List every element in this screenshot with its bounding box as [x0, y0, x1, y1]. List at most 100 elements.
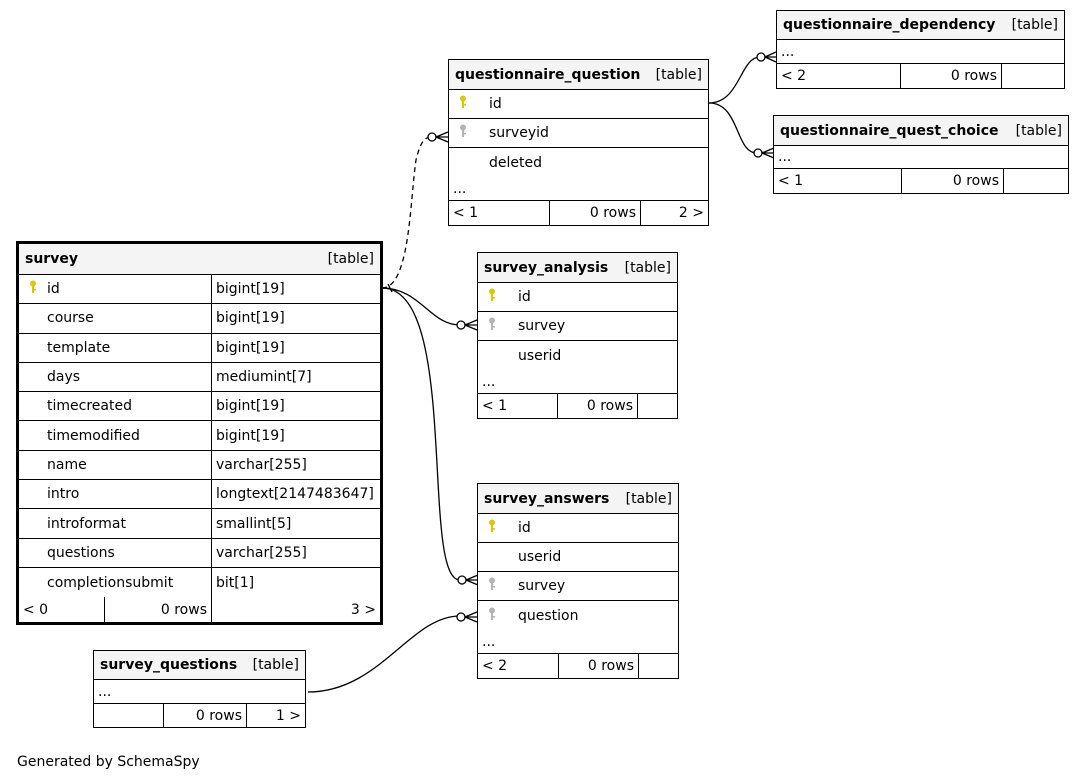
footer-rows: 0 rows — [104, 597, 211, 623]
rel-end-circle — [456, 612, 466, 622]
column-name-cell: template — [19, 334, 211, 362]
table-name: survey_analysis — [484, 259, 609, 276]
table-row[interactable]: surveyid — [449, 119, 708, 148]
table-type: [table] — [252, 657, 299, 673]
footer-rows: 0 rows — [549, 201, 640, 225]
table-questionnaire-quest-choice[interactable]: questionnaire_quest_choice [table] ... <… — [773, 115, 1069, 194]
table-questionnaire-dependency[interactable]: questionnaire_dependency [table] ... < 2… — [776, 10, 1065, 89]
footer-rows: 0 rows — [900, 64, 1001, 88]
column-name: userid — [518, 549, 562, 565]
footer-children — [638, 654, 678, 678]
rel-qqc-qq — [708, 102, 758, 154]
table-header: questionnaire_dependency [table] — [777, 11, 1064, 40]
rel-end-circle — [756, 52, 766, 62]
column-type: bigint[19] — [211, 421, 380, 450]
column-type: bigint[19] — [211, 392, 380, 421]
footer-parents: < 2 — [482, 658, 508, 674]
column-name: days — [47, 369, 81, 386]
foreign-key-icon — [478, 607, 506, 625]
footer-parents: < 0 — [23, 601, 49, 618]
table-header: survey_questions [table] — [94, 651, 305, 680]
column-name: question — [518, 607, 579, 624]
footer-parents: < 1 — [778, 173, 804, 189]
table-name: survey_questions — [100, 657, 238, 673]
table-name: questionnaire_quest_choice — [780, 122, 999, 139]
column-name-cell: intro — [19, 480, 211, 508]
more-columns: ... — [94, 680, 305, 704]
generated-by-note: Generated by SchemaSpy — [17, 754, 200, 770]
table-type: [table] — [1015, 122, 1062, 139]
column-name: id — [47, 281, 60, 298]
table-footer: < 1 0 rows — [478, 394, 677, 418]
table-row[interactable]: userid — [478, 543, 678, 572]
column-name: deleted — [489, 154, 542, 171]
rel-sans-question — [307, 615, 461, 693]
table-row[interactable]: deleted — [449, 148, 708, 177]
table-row[interactable]: introformat smallint[5] — [19, 509, 380, 539]
primary-key-icon — [19, 280, 47, 298]
table-footer: < 2 0 rows — [777, 64, 1064, 88]
column-type: longtext[2147483647] — [211, 480, 380, 509]
table-row[interactable]: survey — [478, 572, 678, 601]
column-name-cell: completionsubmit — [19, 568, 211, 597]
footer-rows: 0 rows — [163, 704, 246, 727]
table-row[interactable]: id — [449, 90, 708, 119]
footer-parents: < 2 — [781, 68, 807, 84]
table-name: survey — [25, 251, 78, 267]
rel-qq-survey — [381, 136, 433, 289]
table-type: [table] — [624, 259, 671, 276]
table-name: questionnaire_dependency — [783, 17, 996, 33]
crow-foot-mark — [464, 611, 478, 623]
rel-end-circle — [457, 575, 467, 585]
table-footer: 0 rows 1 > — [94, 704, 305, 727]
table-name: survey_answers — [484, 490, 610, 507]
column-type: bigint[19] — [211, 333, 380, 362]
table-row[interactable]: id — [478, 283, 677, 312]
table-footer: < 2 0 rows — [478, 654, 678, 678]
table-row[interactable]: question — [478, 601, 678, 630]
table-row[interactable]: userid — [478, 341, 677, 370]
column-name: id — [518, 289, 531, 305]
table-header: questionnaire_question [table] — [449, 60, 708, 90]
footer-children: 3 > — [211, 597, 380, 623]
column-name: template — [47, 339, 111, 356]
primary-key-icon — [478, 288, 506, 306]
foreign-key-icon — [478, 577, 506, 595]
table-type: [table] — [1011, 17, 1058, 33]
column-name: id — [518, 520, 531, 536]
column-name: course — [47, 310, 94, 327]
column-name: completionsubmit — [47, 574, 174, 591]
column-name: introformat — [47, 515, 126, 532]
footer-children: 2 > — [640, 201, 708, 225]
rel-end-circle — [753, 148, 763, 158]
footer-rows: 0 rows — [901, 169, 1003, 193]
table-row[interactable]: id — [478, 514, 678, 543]
table-row[interactable]: survey — [478, 312, 677, 341]
table-survey-questions[interactable]: survey_questions [table] ... 0 rows 1 > — [93, 650, 306, 728]
column-type: smallint[5] — [211, 509, 380, 538]
table-type: [table] — [327, 251, 374, 267]
column-name: survey — [518, 578, 566, 594]
table-footer: < 1 0 rows — [774, 169, 1068, 193]
foreign-key-icon — [449, 124, 477, 142]
table-header: survey_analysis [table] — [478, 253, 677, 283]
footer-parents — [94, 704, 163, 727]
column-name-cell: id — [19, 275, 211, 303]
table-row[interactable]: template bigint[19] — [19, 333, 380, 363]
crow-foot-mark — [435, 131, 449, 143]
foreign-key-icon — [478, 317, 506, 335]
